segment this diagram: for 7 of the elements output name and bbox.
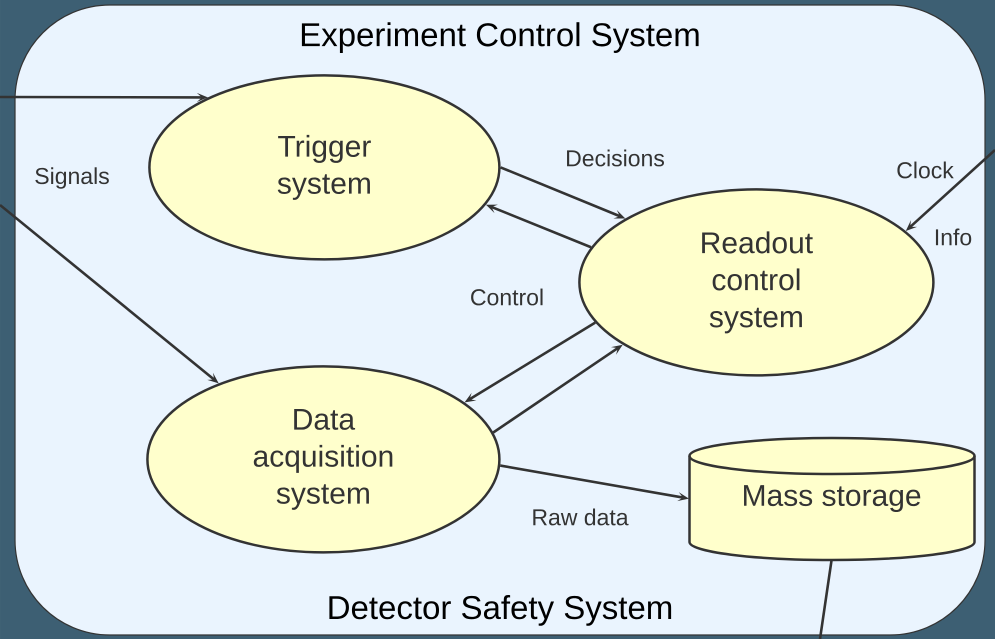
storage-cylinder: Mass storage xyxy=(688,436,976,562)
edge-label: Clock xyxy=(895,160,955,180)
side-label: Info xyxy=(936,228,972,246)
edge-label: Raw data xyxy=(530,508,630,526)
edge-label: Control xyxy=(468,288,546,306)
edge-label: Decisions xyxy=(564,148,666,168)
edge-label: Signals xyxy=(33,166,111,190)
